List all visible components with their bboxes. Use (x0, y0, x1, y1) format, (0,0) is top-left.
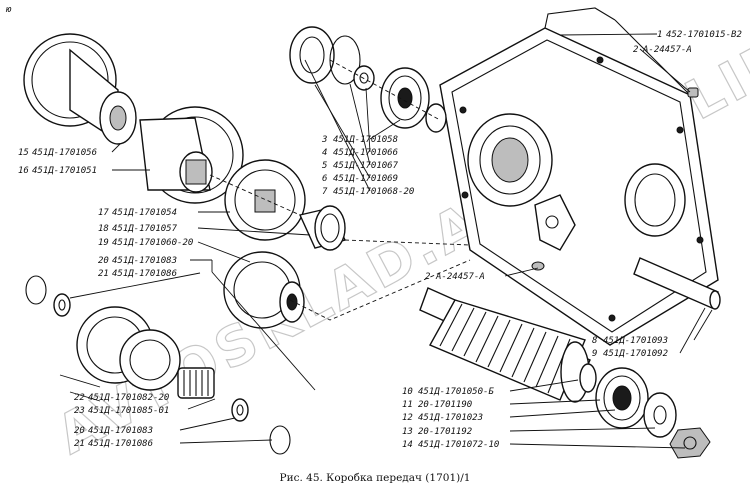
callout-22-code: 451Д-1701082-20 (88, 393, 169, 403)
gearbox-housing (439, 7, 719, 346)
callout-11-code: 20-1701190 (418, 400, 472, 410)
roller-bearing-23 (177, 367, 215, 399)
callout-22-number: 22 (74, 393, 85, 403)
callout-20b-number: 20 (74, 426, 85, 436)
gear-19 (223, 251, 305, 329)
callout-16-number: 16 (18, 166, 29, 176)
snap-ring-21-top (25, 275, 47, 305)
callout-9-number: 9 (592, 349, 597, 359)
gear-17 (224, 159, 306, 241)
callout-5-code: 451Д-1701067 (333, 161, 399, 171)
washer-20-top (53, 293, 71, 317)
callout-1-number: 1 (657, 30, 662, 40)
callout-21b-code: 451Д-1701086 (88, 439, 153, 449)
callout-14-code: 451Д-1701072-10 (418, 440, 499, 450)
callout-3-code: 451Д-1701058 (333, 135, 398, 145)
washer-13 (643, 392, 677, 438)
bearing-12 (595, 367, 649, 429)
seal-ring-7 (289, 26, 335, 84)
bushing-18 (299, 205, 346, 251)
callout-20-number: 20 (98, 256, 109, 266)
callout-13-code: 20-1701192 (418, 427, 472, 437)
gear-22 (76, 306, 181, 391)
callout-4-code: 451Д-1701066 (333, 148, 398, 158)
callout-23-number: 23 (74, 406, 85, 416)
callout-15-number: 15 (18, 148, 29, 158)
input-shaft (419, 287, 597, 403)
bearing-3 (380, 67, 447, 133)
corner-mark: ю (5, 5, 12, 15)
callout-17-number: 17 (98, 208, 109, 218)
leader-lines (59, 33, 713, 449)
snap-ring-21-bottom (269, 425, 291, 455)
callout-2b-code: А-24457-А (435, 272, 485, 282)
lock-washer-5 (353, 65, 375, 91)
output-shaft (633, 257, 721, 310)
callout-2-code: А-24457-А (642, 45, 692, 55)
gear-15 (23, 33, 137, 145)
callout-4-number: 4 (322, 148, 327, 158)
figure-caption: Рис. 45. Коробка передач (1701)/1 (280, 472, 471, 484)
callout-8-number: 8 (592, 336, 597, 346)
callout-6-code: 451Д-1701069 (333, 174, 398, 184)
callout-21-number: 21 (98, 269, 109, 279)
washer-20-bottom (231, 398, 249, 422)
callout-15-code: 451Д-1701056 (32, 148, 97, 158)
callout-2b-number: 2 (425, 272, 430, 282)
callout-18-code: 451Д-1701057 (112, 224, 178, 234)
callout-12-number: 12 (402, 413, 413, 423)
callout-3-number: 3 (321, 135, 327, 145)
callout-16-code: 451Д-1701051 (32, 166, 97, 176)
callout-19-number: 19 (98, 238, 109, 248)
assembly-lines (209, 59, 471, 321)
callout-2-number: 2 (633, 45, 638, 55)
callout-21-code: 451Д-1701086 (112, 269, 177, 279)
callout-7-number: 7 (322, 187, 328, 197)
callout-11-number: 11 (402, 400, 413, 410)
callout-12-code: 451Д-1701023 (418, 413, 483, 423)
callout-18-number: 18 (98, 224, 109, 234)
callout-17-code: 451Д-1701054 (112, 208, 177, 218)
callout-20b-code: 451Д-1701083 (88, 426, 153, 436)
callout-20-code: 451Д-1701083 (112, 256, 177, 266)
callout-9-code: 451Д-1701092 (603, 349, 668, 359)
callout-10-code: 451Д-1701050-Б (418, 387, 494, 397)
callout-14-number: 14 (402, 440, 413, 450)
callout-8-code: 451Д-1701093 (603, 336, 668, 346)
callout-7-code: 451Д-1701068-20 (333, 187, 414, 197)
callout-10-number: 10 (402, 387, 413, 397)
nut-14 (669, 427, 711, 459)
callout-13-number: 13 (402, 427, 413, 437)
callout-1-code: 452-1701015-B2 (666, 30, 742, 40)
callout-19-code: 451Д-1701060-20 (112, 238, 193, 248)
callout-23-code: 451Д-1701085-01 (88, 406, 169, 416)
callout-5-number: 5 (322, 161, 327, 171)
callout-6-number: 6 (322, 174, 327, 184)
callout-21b-number: 21 (74, 439, 85, 449)
